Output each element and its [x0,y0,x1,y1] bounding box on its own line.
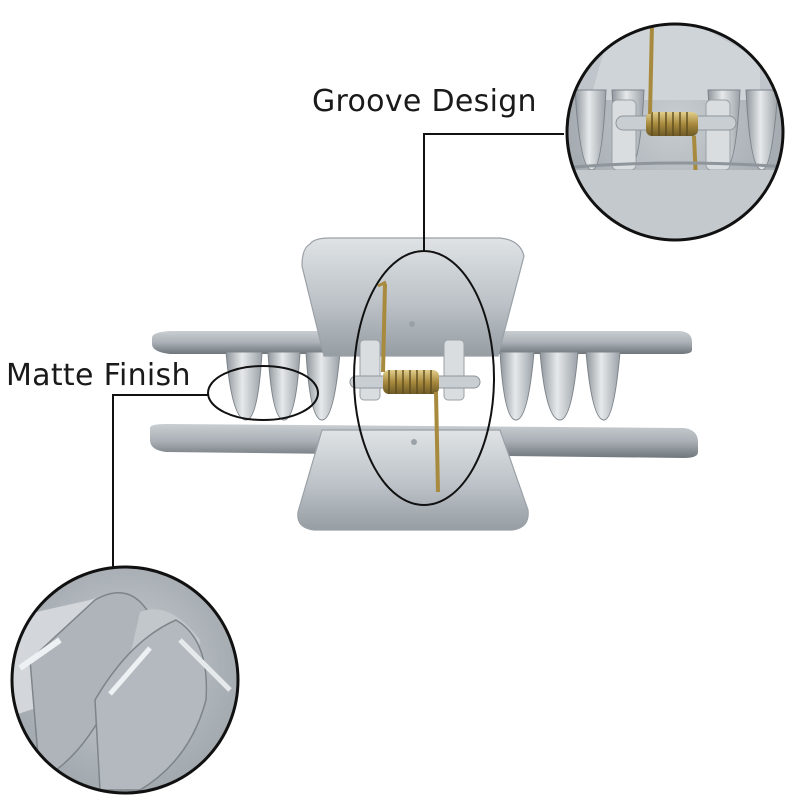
matte-zoom-inset [10,565,240,795]
hair-clip [150,237,698,531]
groove-design-label: Groove Design [312,84,537,119]
groove-zoom-inset [565,22,785,242]
matte-finish-label: Matte Finish [6,358,191,393]
spring-coil [377,280,440,493]
callout-lines [112,133,564,567]
